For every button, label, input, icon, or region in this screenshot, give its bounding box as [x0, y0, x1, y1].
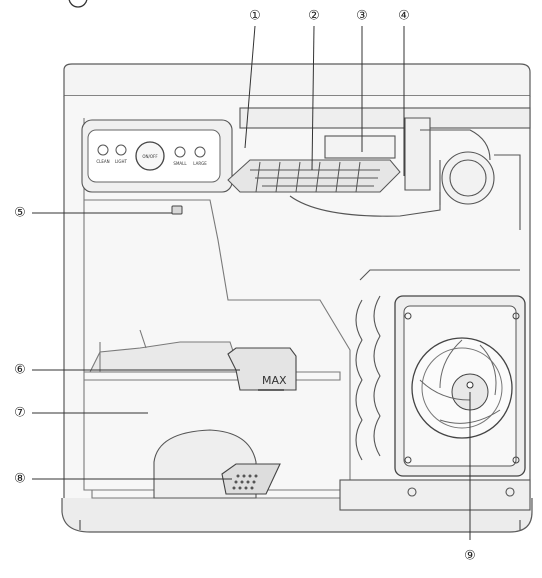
panel-label-large: LARGE: [193, 161, 207, 166]
callout-4: ④: [398, 9, 410, 24]
callout-7: ⑦: [14, 406, 26, 421]
control-panel: CLEAN LIGHT ON/OFF SMALL LARGE: [81, 119, 233, 193]
power-button: [135, 141, 165, 171]
leader-2: [311, 25, 315, 171]
partial-callout-top: [68, 0, 88, 8]
ice-tray: [227, 159, 401, 193]
cooling-fan: [394, 295, 526, 477]
drain-filter: [153, 429, 281, 499]
panel-label-small: SMALL: [173, 161, 187, 166]
ice-full-sensor: [171, 205, 183, 215]
callout-leaders: [32, 25, 471, 540]
callout-3: ③: [356, 9, 368, 24]
callout-labels: ① ② ③ ④ ⑤ ⑥ ⑦ ⑧ ⑨: [14, 9, 476, 564]
pump-motor: [439, 151, 521, 230]
callout-9: ⑨: [464, 549, 476, 564]
panel-label-onoff: ON/OFF: [142, 154, 158, 159]
leader-1: [244, 25, 256, 149]
max-mark-label: MAX: [262, 374, 287, 387]
callout-1: ①: [249, 9, 261, 24]
water-level-box: MAX: [227, 347, 297, 391]
callout-5: ⑤: [14, 206, 26, 221]
callout-8: ⑧: [14, 472, 26, 487]
panel-label-light: LIGHT: [115, 159, 128, 164]
panel-label-clean: CLEAN: [96, 159, 109, 164]
callout-2: ②: [308, 9, 320, 24]
callout-6: ⑥: [14, 363, 26, 378]
condenser-coils: [339, 269, 531, 511]
